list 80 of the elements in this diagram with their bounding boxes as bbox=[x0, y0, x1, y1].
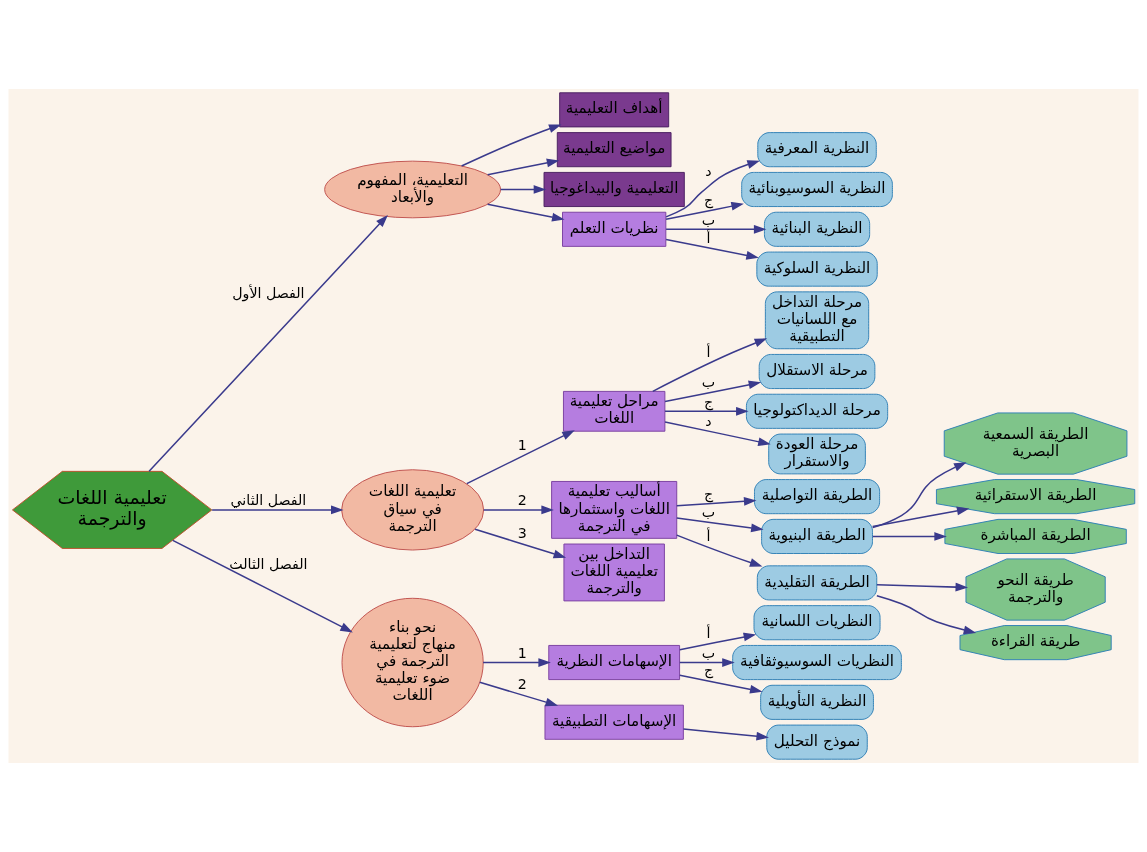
arrow bbox=[211, 505, 344, 515]
node-box: نظريات التعلم bbox=[562, 211, 667, 247]
node-ellipse: التعليمية، المفهوم والأبعاد bbox=[324, 160, 501, 219]
edge-label: ج bbox=[703, 661, 714, 678]
arrow bbox=[872, 462, 967, 529]
node-box: الطريقة التواصلية bbox=[754, 479, 881, 515]
node-box: مراحل تعليمية اللغات bbox=[563, 390, 666, 432]
edge-label: أ bbox=[706, 624, 711, 641]
node-box: أهداف التعليمية bbox=[559, 92, 670, 128]
edge-label: د bbox=[705, 412, 712, 429]
arrow bbox=[665, 224, 767, 234]
node-box: أساليب تعليمية اللغات واستثمارها في الترجمة bbox=[551, 481, 678, 539]
edge-label: ب bbox=[701, 504, 716, 521]
arrow bbox=[499, 185, 547, 194]
arrow bbox=[665, 160, 760, 218]
edge-label: الفصل الثالث bbox=[229, 555, 308, 572]
edge-label: 2 bbox=[517, 492, 527, 509]
node-box: نموذج التحليل bbox=[766, 724, 868, 760]
arrow bbox=[676, 517, 764, 533]
arrow bbox=[664, 380, 762, 403]
edge-label: د bbox=[705, 163, 712, 180]
arrow bbox=[466, 430, 575, 485]
arrow bbox=[486, 203, 565, 222]
arrow bbox=[664, 406, 749, 416]
node-box: مرحلة العودة والاستقرار bbox=[768, 433, 866, 475]
arrow bbox=[676, 497, 757, 507]
edge-label: ج bbox=[703, 393, 714, 410]
arrow bbox=[172, 539, 353, 633]
edge-label: أ bbox=[706, 528, 711, 545]
node-box: النظرية السوسيوبنائية bbox=[741, 171, 893, 208]
node-box: الإسهامات النظرية bbox=[548, 644, 681, 681]
edge-label: أ bbox=[706, 344, 711, 361]
node-box: النظريات اللسانية bbox=[753, 605, 881, 641]
arrow bbox=[474, 528, 567, 559]
edge-label: ج bbox=[703, 485, 714, 502]
edge-label: 1 bbox=[517, 437, 527, 454]
arrow bbox=[460, 124, 562, 167]
edge-label: 2 bbox=[517, 676, 527, 693]
edge-label: الفصل الثاني bbox=[230, 492, 307, 509]
node-box: مرحلة التداخل مع اللسانيات التطبيقية bbox=[764, 291, 870, 350]
edge-label: ب bbox=[701, 373, 716, 390]
edge-label: 1 bbox=[517, 644, 527, 661]
arrow bbox=[876, 595, 977, 635]
arrow bbox=[652, 338, 768, 393]
node-box: الطريقة البنيوية bbox=[761, 518, 873, 554]
arrow bbox=[482, 505, 554, 515]
node-box: النظريات السوسيوثقافية bbox=[732, 644, 902, 681]
arrow bbox=[486, 158, 560, 176]
arrow bbox=[679, 674, 763, 694]
arrow bbox=[676, 534, 763, 567]
node-ellipse: تعليمية اللغات في سياق الترجمة bbox=[341, 469, 485, 551]
arrow bbox=[682, 728, 769, 741]
node-box: النظرية البنائية bbox=[763, 211, 871, 247]
node-box: التعليمية والبيداغوجيا bbox=[543, 171, 685, 208]
arrow bbox=[665, 201, 744, 220]
node-box: مواضيع التعليمية bbox=[556, 132, 672, 168]
arrow bbox=[482, 658, 551, 667]
arrow bbox=[876, 582, 969, 592]
node-box: التداخل بين تعليمية اللغات والترجمة bbox=[563, 543, 665, 602]
node-box: النظرية المعرفية bbox=[757, 132, 877, 168]
arrow bbox=[479, 681, 559, 707]
arrow bbox=[665, 238, 759, 260]
arrow bbox=[679, 658, 735, 667]
node-box: الإسهامات التطبيقية bbox=[544, 704, 684, 740]
edge-label: ب bbox=[701, 211, 716, 228]
arrow bbox=[664, 421, 771, 447]
arrow bbox=[871, 506, 970, 528]
arrow bbox=[148, 214, 388, 472]
edge-label: ج bbox=[703, 191, 714, 208]
node-box: مرحلة الديداكتولوجيا bbox=[745, 393, 889, 429]
edge-label: 3 bbox=[517, 525, 527, 542]
edge-label: ب bbox=[701, 644, 716, 661]
arrow bbox=[871, 532, 947, 541]
node-box: الطريقة التقليدية bbox=[756, 565, 878, 601]
node-box: النظرية التأويلية bbox=[760, 684, 874, 720]
edge-label: أ bbox=[706, 229, 711, 246]
node-box: النظرية السلوكية bbox=[756, 251, 878, 287]
arrow bbox=[679, 632, 757, 651]
edge-label: الفصل الأول bbox=[232, 284, 305, 301]
node-box: مرحلة الاستقلال bbox=[758, 353, 876, 390]
